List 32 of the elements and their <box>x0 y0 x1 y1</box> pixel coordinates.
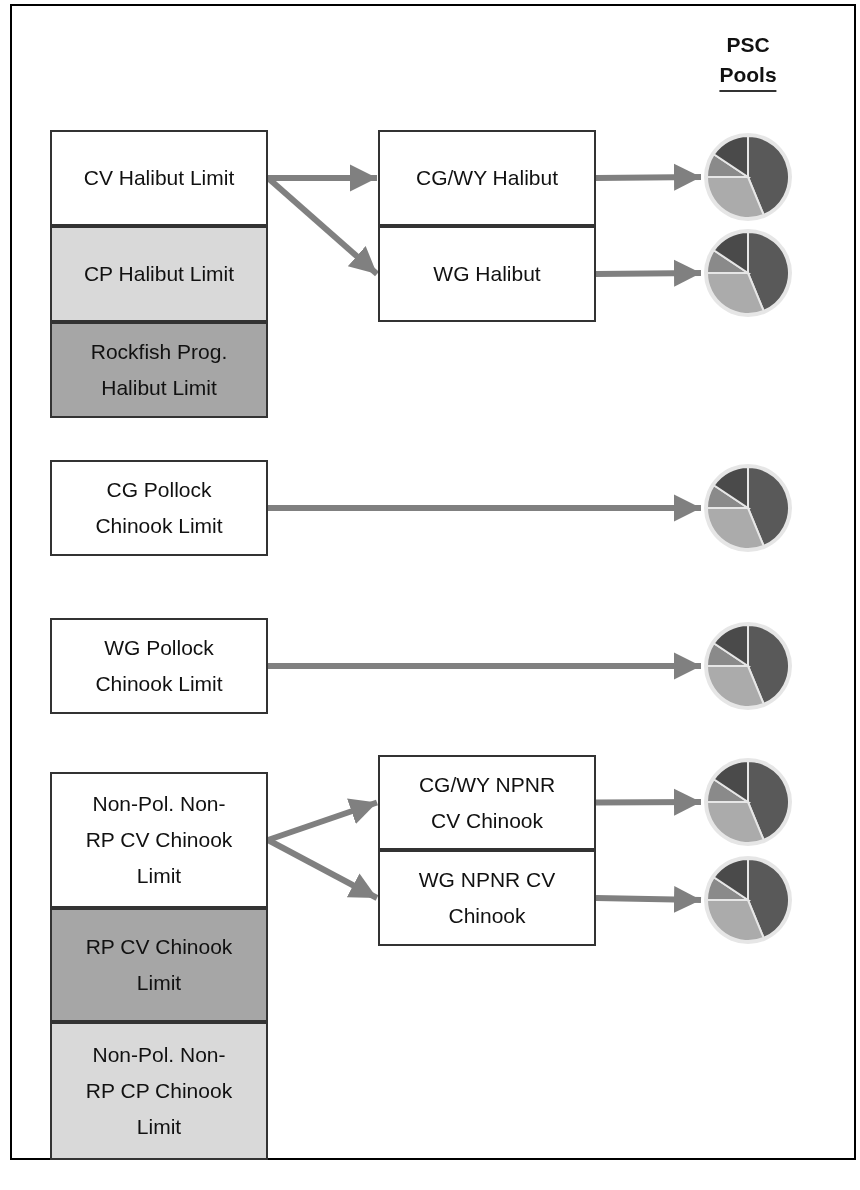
limit-box <box>50 908 268 1022</box>
box-label: RP CV Chinook Limit <box>84 934 234 996</box>
box-label: WG Halibut <box>433 261 541 287</box>
limit-box <box>50 772 268 908</box>
box-label: CG/WY NPNR CV Chinook <box>417 771 557 834</box>
limit-box <box>378 130 596 226</box>
limit-box <box>50 226 268 322</box>
limit-box <box>50 618 268 714</box>
arrow <box>595 259 702 287</box>
box-label: Non-Pol. Non-RP CV Chinook Limit <box>84 791 234 889</box>
arrow <box>268 494 701 522</box>
arrow <box>595 886 702 913</box>
limit-box <box>50 130 268 226</box>
arrow <box>268 164 377 192</box>
box-label: CG/WY Halibut <box>416 165 558 191</box>
arrow <box>596 788 701 816</box>
limit-box <box>50 1022 268 1160</box>
box-label: CV Halibut Limit <box>83 165 235 191</box>
arrow <box>268 652 701 680</box>
box-label: WG Pollock Chinook Limit <box>94 635 224 697</box>
box-label: Rockfish Prog. Halibut Limit <box>89 339 229 401</box>
limit-box <box>378 226 596 322</box>
box-label: WG NPNR CV Chinook <box>417 867 557 929</box>
box-label: CG Pollock Chinook Limit <box>94 477 224 539</box>
box-label: CP Halibut Limit <box>83 261 235 287</box>
arrow <box>595 163 702 191</box>
limit-box <box>50 460 268 556</box>
limit-box <box>378 850 596 946</box>
arrow <box>267 798 378 843</box>
limit-box <box>378 755 596 850</box>
box-label: Non-Pol. Non-RP CP Chinook Limit <box>84 1042 234 1140</box>
limit-box <box>50 322 268 418</box>
